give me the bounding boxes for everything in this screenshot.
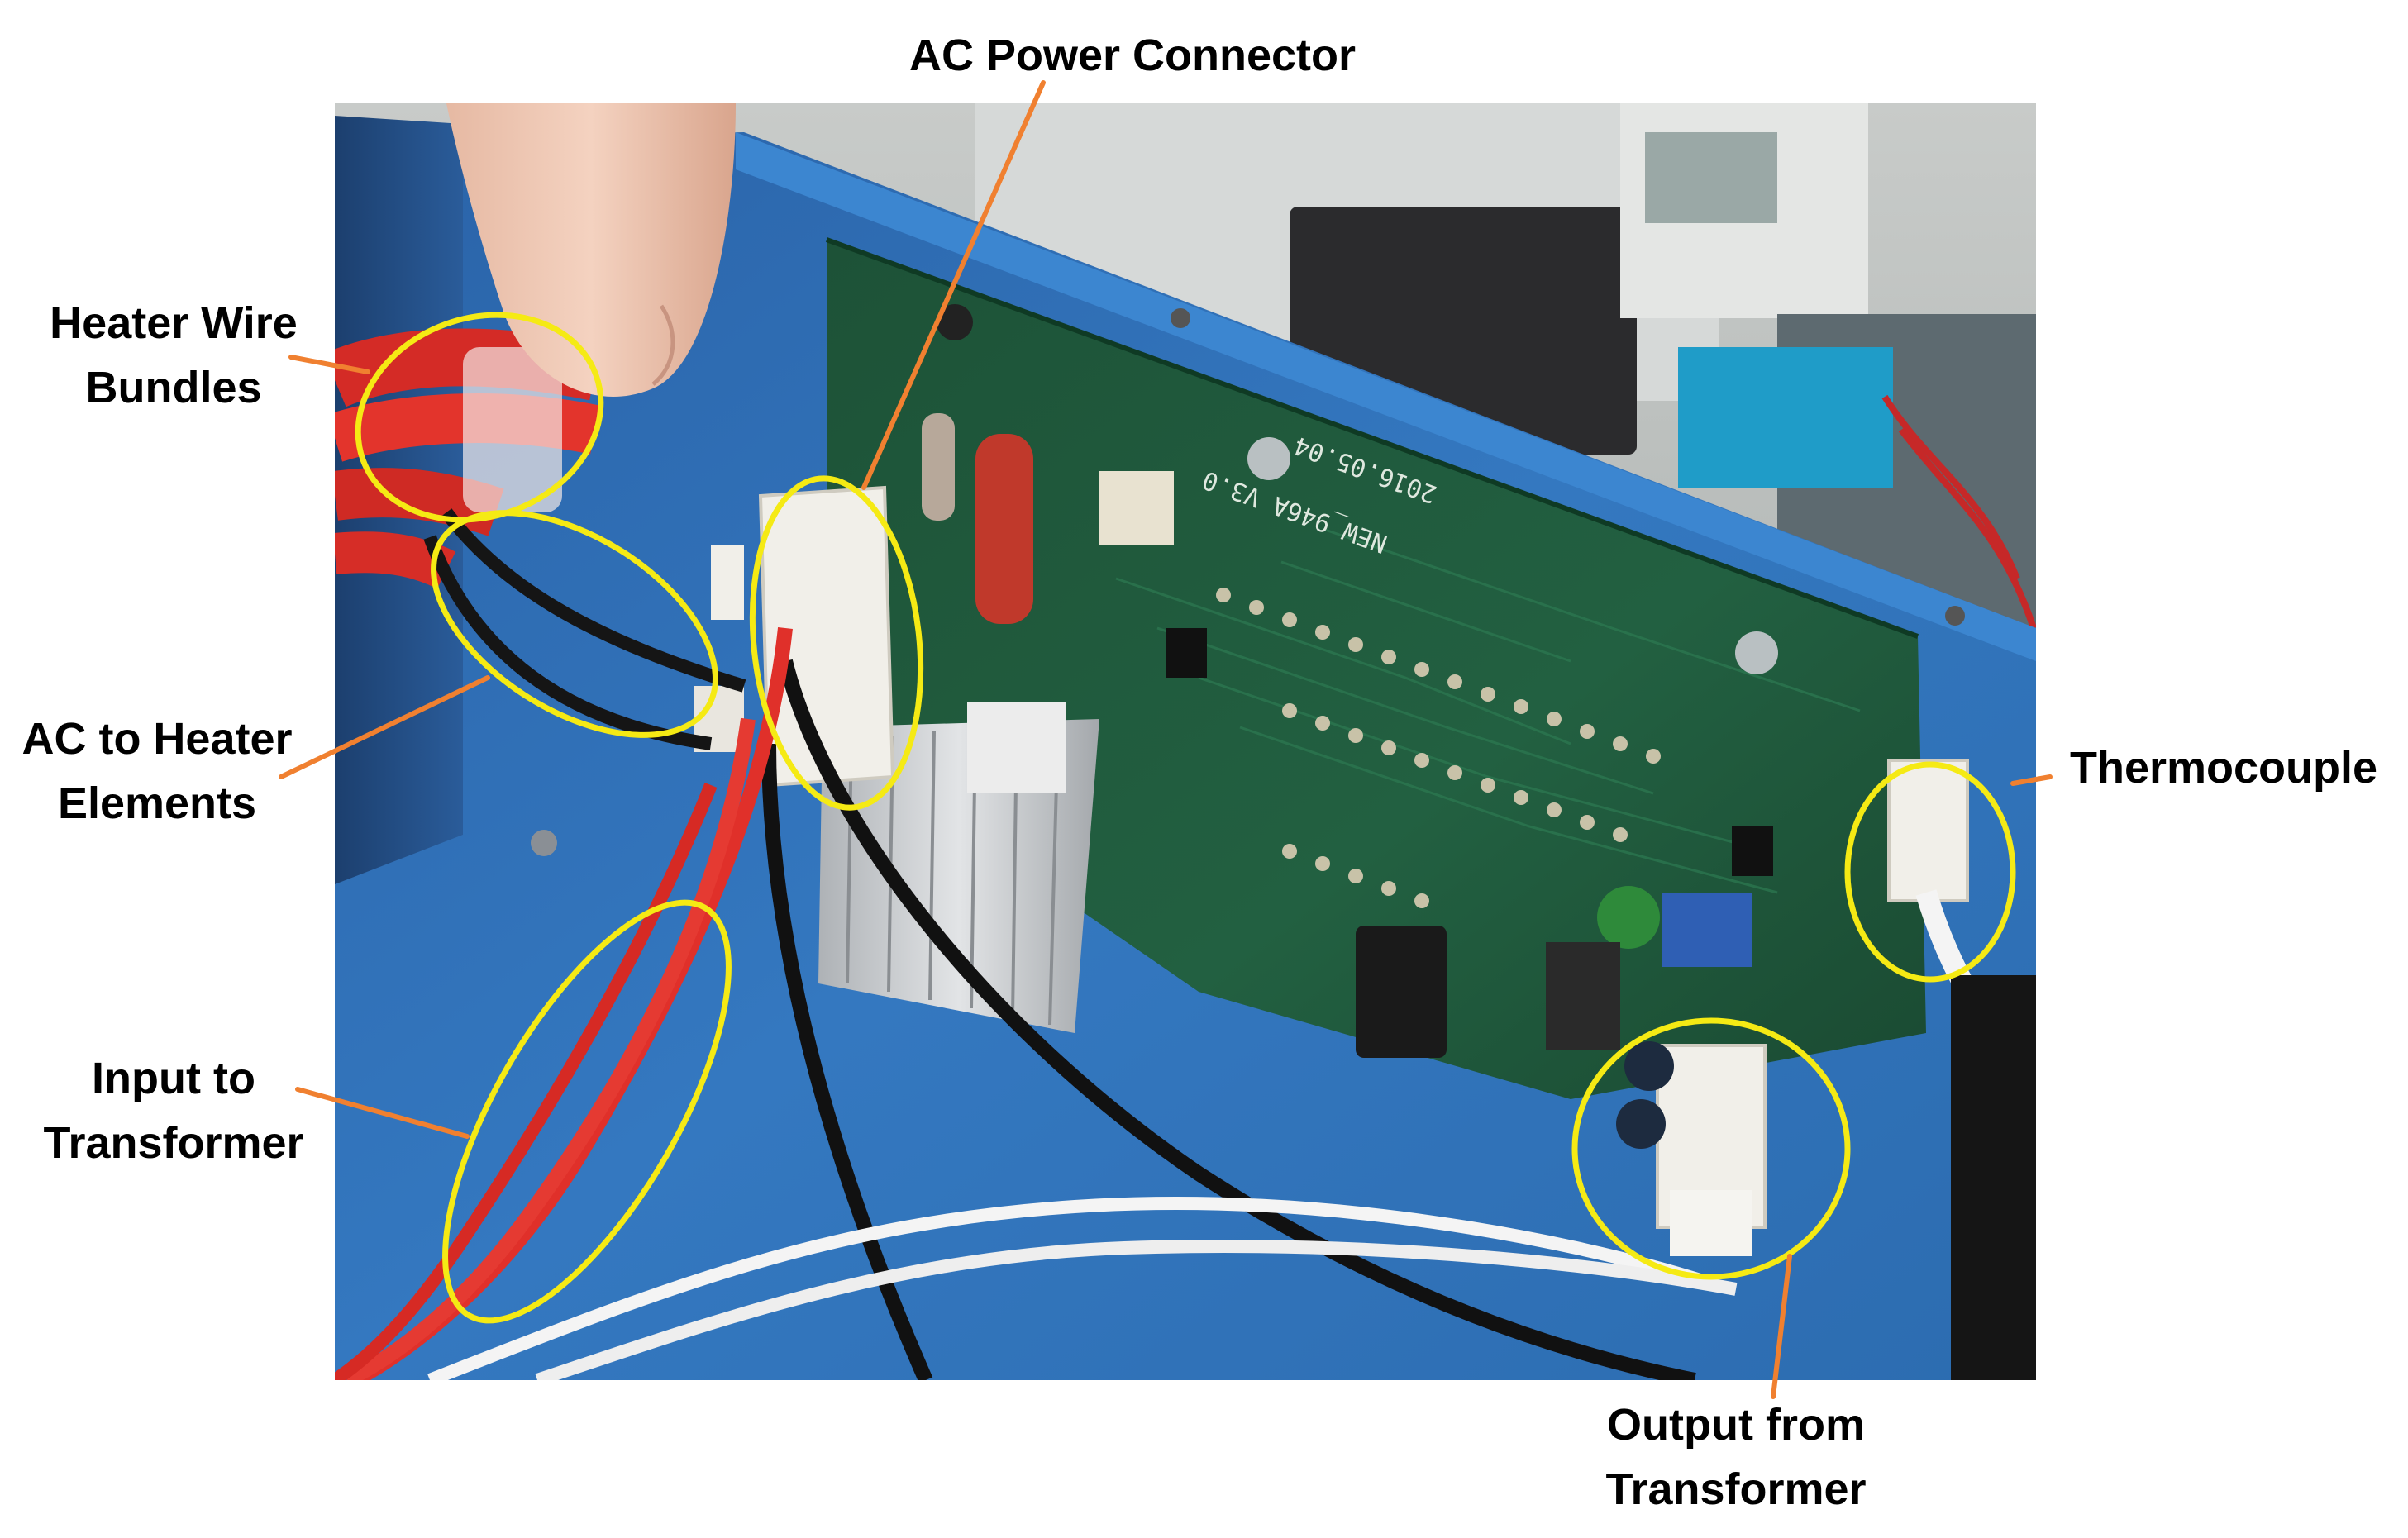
highlight-output-from-transformer: [1571, 1017, 1851, 1280]
label-heater-line-1: Heater Wire: [50, 298, 298, 348]
label-output-from-transformer: Output from Transformer: [1554, 1393, 1918, 1521]
finger: [446, 103, 736, 397]
leader-ac-to-heater: [279, 675, 490, 779]
leader-input-to-transformer: [295, 1087, 470, 1139]
leader-ac-power-connector: [861, 80, 1046, 490]
label-ac-power-line-1: AC Power Connector: [908, 31, 1357, 80]
label-input-to-transformer: Input to Transformer: [25, 1046, 322, 1175]
highlight-input-to-transformer: [442, 899, 732, 1324]
label-thermocouple: Thermocouple: [2050, 736, 2397, 800]
label-heater-line-2: Bundles: [85, 363, 262, 412]
label-input-line-2: Transformer: [43, 1118, 304, 1168]
label-ac-power-connector: AC Power Connector: [860, 23, 1405, 88]
label-output-line-2: Transformer: [1605, 1464, 1867, 1514]
label-thermocouple-line-1: Thermocouple: [2069, 743, 2378, 793]
leader-lines: [279, 80, 2053, 1399]
leader-heater-wire-bundles: [288, 355, 370, 374]
highlight-ac-to-heater: [431, 510, 718, 738]
label-ac-to-heater-elements: AC to Heater Elements: [8, 707, 306, 836]
highlight-ellipses: [355, 312, 2016, 1324]
label-ac-heater-line-2: Elements: [57, 779, 257, 828]
highlight-ac-power-connector: [749, 475, 924, 811]
leader-thermocouple: [2010, 774, 2053, 786]
leader-output-from-transformer: [1771, 1254, 1792, 1399]
label-heater-wire-bundles: Heater Wire Bundles: [25, 291, 322, 420]
photo: NEW_946A V3.0 2016.05.04: [335, 103, 2036, 1380]
highlight-thermocouple: [1844, 761, 2016, 983]
label-ac-heater-line-1: AC to Heater: [21, 714, 293, 764]
label-input-line-1: Input to: [92, 1054, 255, 1103]
label-output-line-1: Output from: [1607, 1400, 1865, 1450]
